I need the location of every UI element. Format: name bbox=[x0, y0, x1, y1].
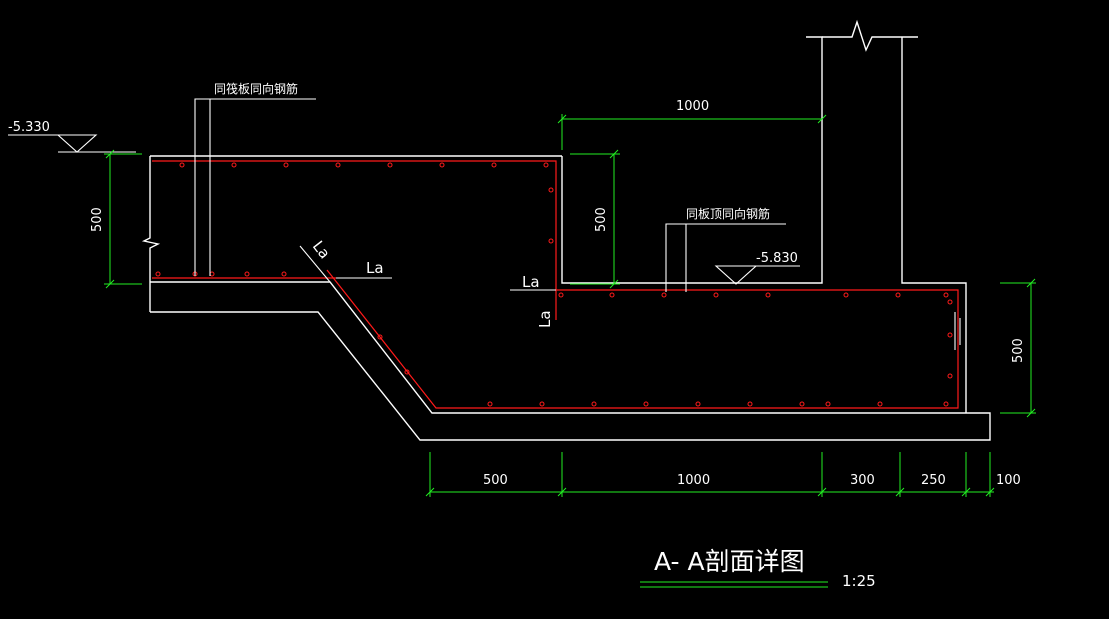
dimension-bottom-chain: 500 1000 300 250 100 bbox=[425, 452, 1021, 497]
slope-rebar bbox=[326, 269, 959, 409]
rebar-dot bbox=[404, 369, 410, 375]
drawing-title: A- A剖面详图 bbox=[654, 547, 805, 576]
drawing-scale: 1:25 bbox=[842, 572, 876, 590]
rebar-dot bbox=[943, 401, 949, 407]
rebar-dot bbox=[377, 334, 383, 340]
concrete-outline bbox=[141, 19, 991, 441]
rebar-dot bbox=[491, 162, 497, 168]
la-label-vertical: La bbox=[536, 310, 554, 328]
dim-tick bbox=[557, 487, 567, 497]
foundation-bottom bbox=[150, 311, 991, 441]
rebar-dot bbox=[765, 292, 771, 298]
dimension-left-height: 500 bbox=[90, 149, 142, 289]
dim-top-width-text: 1000 bbox=[676, 99, 709, 114]
rebar-dot bbox=[439, 162, 445, 168]
anchorage-labels: La La La La bbox=[299, 237, 556, 328]
rebar-lines bbox=[152, 160, 959, 409]
rebar-dot bbox=[281, 271, 287, 277]
dim-tick bbox=[961, 487, 971, 497]
rebar-dot bbox=[539, 401, 545, 407]
dim-tick bbox=[1026, 278, 1036, 288]
note-right-text: 同板顶同向钢筋 bbox=[686, 206, 770, 221]
elevation-right: -5.830 bbox=[714, 251, 800, 285]
rebar-dot bbox=[283, 162, 289, 168]
elevation-left-triangle bbox=[56, 134, 98, 153]
dim-tick bbox=[817, 487, 827, 497]
dim-bottom-text-3: 300 bbox=[850, 473, 875, 488]
dim-left-height-text: 500 bbox=[90, 207, 105, 232]
rebar-dot bbox=[947, 373, 953, 379]
rebar-dot bbox=[947, 332, 953, 338]
note-left-leader bbox=[194, 98, 316, 276]
upper-top-rebar bbox=[152, 160, 557, 320]
drawing-title-block: A- A剖面详图 1:25 bbox=[640, 547, 876, 590]
dimension-top-width: 1000 bbox=[557, 99, 827, 150]
dim-tick bbox=[609, 279, 619, 289]
rebar-dot bbox=[591, 401, 597, 407]
rebar-dot bbox=[943, 292, 949, 298]
rebar-dot bbox=[661, 292, 667, 298]
note-right-leader bbox=[665, 223, 786, 292]
dim-tick bbox=[105, 149, 115, 159]
dim-tick bbox=[105, 279, 115, 289]
pit-inner-bottom bbox=[150, 281, 966, 414]
dim-bottom-text-2: 1000 bbox=[677, 473, 710, 488]
la-label-pit: La bbox=[522, 273, 540, 291]
dimension-right-height: 500 bbox=[1000, 278, 1036, 418]
elevation-right-triangle bbox=[714, 265, 758, 285]
la-label-slope: La bbox=[309, 237, 334, 262]
la-leader-slope bbox=[299, 245, 331, 283]
wall-top-break bbox=[822, 19, 918, 52]
rebar-dot bbox=[799, 401, 805, 407]
dim-pit-height-text: 500 bbox=[594, 207, 609, 232]
dim-right-height-text: 500 bbox=[1011, 338, 1026, 363]
pit-outline bbox=[561, 36, 823, 284]
dim-tick bbox=[425, 487, 435, 497]
rebar-dot bbox=[335, 162, 341, 168]
rebar-dot bbox=[747, 401, 753, 407]
elevation-left-text: -5.330 bbox=[8, 120, 50, 135]
left-slab-top-edge bbox=[141, 156, 161, 282]
rebar-dot bbox=[609, 292, 615, 298]
dim-bottom-text-4: 250 bbox=[921, 473, 946, 488]
rebar-dot bbox=[387, 162, 393, 168]
rebar-dot bbox=[643, 401, 649, 407]
wall-right-edge bbox=[901, 37, 967, 413]
dim-bottom-text-5: 100 bbox=[996, 473, 1021, 488]
rebar-dot bbox=[713, 292, 719, 298]
note-left: 同筏板同向钢筋 bbox=[194, 81, 316, 276]
rebar-dot bbox=[543, 162, 549, 168]
rebar-dot bbox=[695, 401, 701, 407]
la-label-horizontal: La bbox=[366, 259, 384, 277]
rebar-dot bbox=[209, 271, 215, 277]
rebar-dot bbox=[558, 292, 564, 298]
rebar-dot bbox=[947, 299, 953, 305]
elevation-right-text: -5.830 bbox=[756, 251, 798, 266]
rebar-dot bbox=[877, 401, 883, 407]
right-end-marks bbox=[954, 312, 961, 350]
dim-tick bbox=[1026, 408, 1036, 418]
rebar-dot bbox=[843, 292, 849, 298]
rebar-dot bbox=[244, 271, 250, 277]
rebar-dot bbox=[487, 401, 493, 407]
rebar-dot bbox=[548, 187, 554, 193]
rebar-dot bbox=[825, 401, 831, 407]
rebar-dot bbox=[548, 238, 554, 244]
elevation-left: -5.330 bbox=[8, 120, 136, 153]
dim-tick bbox=[557, 114, 567, 124]
dimension-pit-height: 500 bbox=[570, 149, 620, 289]
dim-bottom-text-1: 500 bbox=[483, 473, 508, 488]
dim-tick bbox=[817, 114, 827, 124]
rebar-dot bbox=[179, 162, 185, 168]
note-right: 同板顶同向钢筋 bbox=[665, 206, 786, 292]
rebar-dot bbox=[155, 271, 161, 277]
rebar-dots bbox=[155, 162, 953, 407]
dim-tick bbox=[985, 487, 995, 497]
rebar-dot bbox=[231, 162, 237, 168]
rebar-dot bbox=[895, 292, 901, 298]
dim-tick bbox=[609, 149, 619, 159]
note-left-text: 同筏板同向钢筋 bbox=[214, 81, 298, 96]
dim-tick bbox=[895, 487, 905, 497]
